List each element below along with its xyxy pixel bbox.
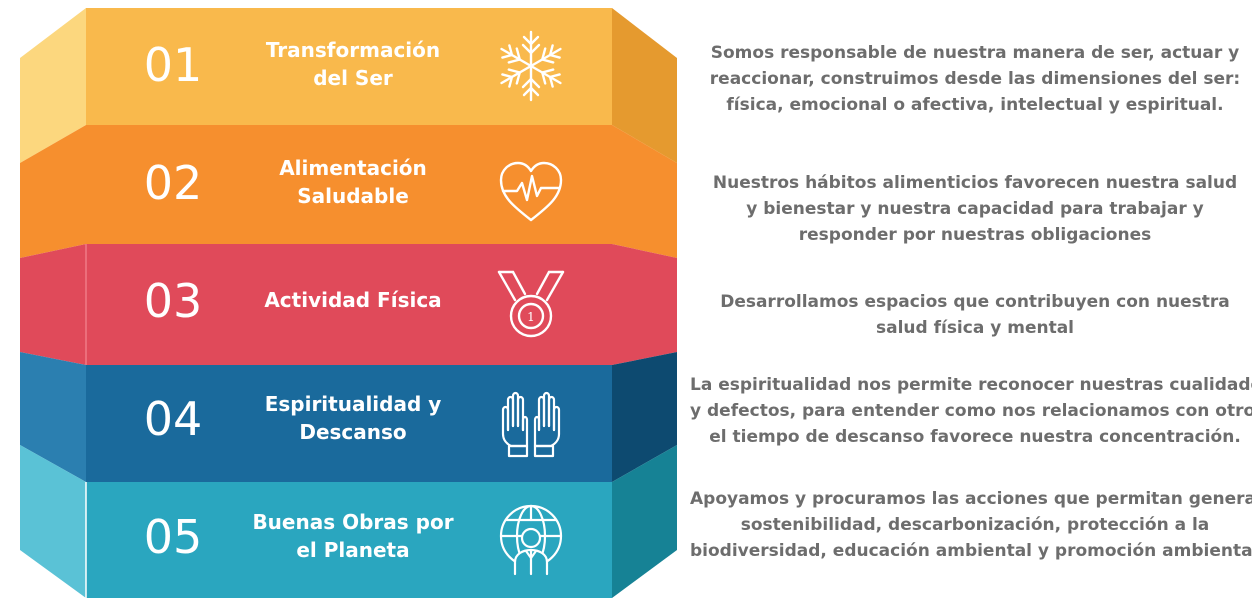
step-number: 05 [143, 510, 203, 564]
description-line: y defectos, para entender como nos relac… [690, 401, 1252, 421]
step-title-line: Actividad Física [264, 288, 442, 312]
description-line: reaccionar, construimos desde las dimens… [709, 69, 1241, 89]
step-1-right-fold [612, 8, 677, 163]
step-title-line: Alimentación [279, 156, 427, 180]
description-line: salud física y mental [875, 318, 1074, 338]
globe-person-icon [493, 500, 569, 576]
step-title: Espiritualidad y Descanso [248, 358, 458, 478]
description-line: el tiempo de descanso favorece nuestra c… [709, 427, 1241, 447]
step-number: 02 [143, 156, 203, 210]
step-title: Transformación del Ser [248, 4, 458, 124]
praying-hands-icon [493, 386, 569, 462]
step-4-band [86, 365, 612, 482]
step-1-band [86, 8, 612, 125]
step-title-line: del Ser [313, 66, 393, 90]
step-5-right-fold [612, 445, 677, 598]
description-line: Apoyamos y procuramos las acciones que p… [690, 489, 1252, 509]
step-title-line: el Planeta [296, 538, 410, 562]
heart-pulse-icon [493, 154, 569, 230]
step-title: Actividad Física [248, 240, 458, 360]
step-4-right-fold [612, 352, 677, 482]
description-line: Nuestros hábitos alimenticios favorecen … [712, 173, 1238, 193]
description-line: física, emocional o afectiva, intelectua… [726, 95, 1224, 115]
step-description: Desarrollamos espacios que contribuyen c… [690, 289, 1252, 341]
step-4-left-fold [20, 352, 86, 482]
medal-icon: 1 [493, 266, 569, 342]
description-line: Desarrollamos espacios que contribuyen c… [720, 292, 1230, 312]
step-description: Somos responsable de nuestra manera de s… [690, 40, 1252, 118]
description-line: La espiritualidad nos permite reconocer … [690, 375, 1252, 395]
step-number: 01 [143, 38, 203, 92]
step-2: 02 Alimentación Saludable Nuestros hábit… [0, 126, 1252, 246]
step-number: 04 [143, 392, 203, 446]
step-description: Apoyamos y procuramos las acciones que p… [690, 486, 1252, 564]
step-3-band [20, 244, 677, 365]
step-4: 04 Espiritualidad y Descanso La espiritu… [0, 362, 1252, 482]
svg-text:1: 1 [527, 310, 535, 324]
step-title-line: Descanso [299, 420, 407, 444]
step-title: Buenas Obras por el Planeta [248, 476, 458, 596]
step-2-band [20, 125, 677, 258]
step-description: Nuestros hábitos alimenticios favorecen … [690, 170, 1252, 248]
step-description: La espiritualidad nos permite reconocer … [690, 372, 1252, 450]
step-title: Alimentación Saludable [248, 122, 458, 242]
snowflake-icon [493, 28, 569, 104]
step-title-line: Espiritualidad y [264, 392, 442, 416]
description-line: responder por nuestras obligaciones [798, 225, 1152, 245]
step-title-line: Buenas Obras por [252, 510, 454, 534]
step-number: 03 [143, 274, 203, 328]
description-line: biodiversidad, educación ambiental y pro… [690, 541, 1252, 561]
step-5: 05 Buenas Obras por el Planeta Apoyamos … [0, 480, 1252, 600]
description-line: sostenibilidad, descarbonización, protec… [740, 515, 1210, 535]
step-title-line: Transformación [265, 38, 441, 62]
step-5-left-fold [20, 445, 86, 598]
step-1: 01 Transformación del Ser Somos [0, 8, 1252, 128]
description-line: Somos responsable de nuestra manera de s… [710, 43, 1240, 63]
step-1-left-fold [20, 8, 86, 163]
step-title-line: Saludable [297, 184, 409, 208]
step-3: 03 Actividad Física 1 Desarrollamos espa… [0, 244, 1252, 364]
description-line: y bienestar y nuestra capacidad para tra… [746, 199, 1204, 219]
